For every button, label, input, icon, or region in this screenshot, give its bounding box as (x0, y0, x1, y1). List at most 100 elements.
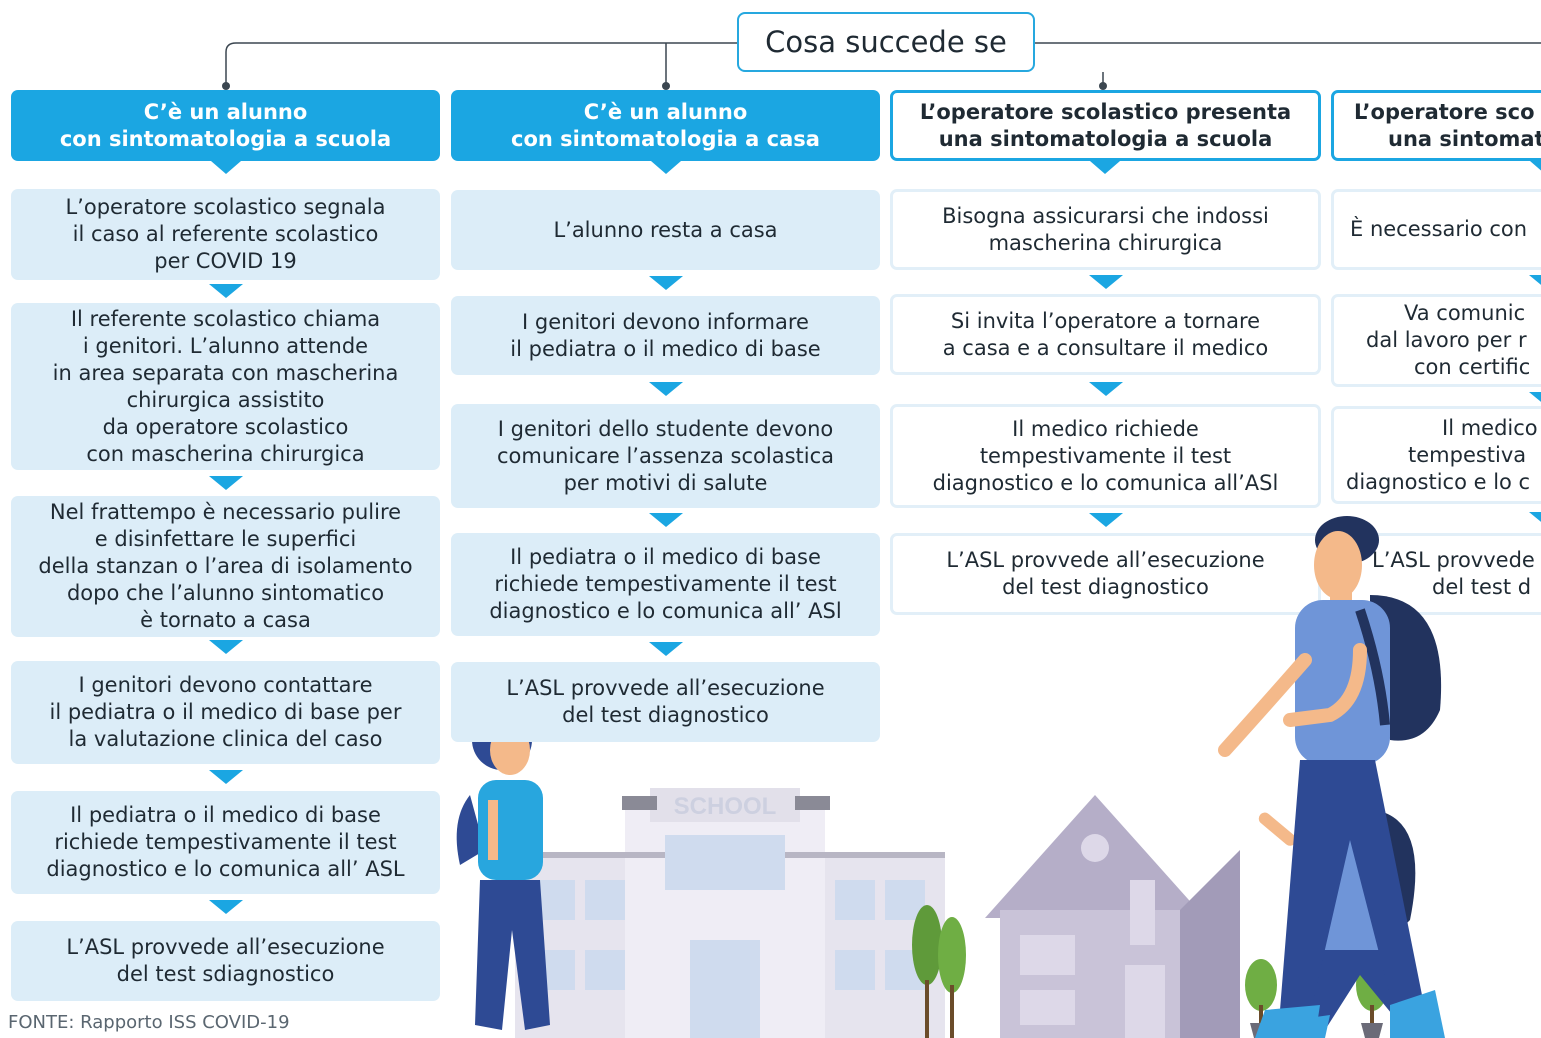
step-line: del test diagnostico (1002, 575, 1209, 599)
column-3-step-2: Si invita l’operatore a tornare a casa e… (890, 294, 1321, 375)
step-line: dopo che l’alunno sintomatico (66, 581, 385, 605)
step-line: del test diagnostico (562, 703, 769, 727)
step-line: tempestiva (1408, 442, 1527, 467)
step-line: Si invita l’operatore a tornare (950, 308, 1261, 333)
column-3-step-3: Il medico richiede tempestivamente il te… (890, 404, 1321, 508)
step-line: L’ASL provvede (1372, 548, 1535, 572)
column-3-header-pointer (1090, 161, 1120, 174)
step-line: mascherina chirurgica (988, 230, 1223, 255)
column-2-header-pointer (651, 161, 681, 174)
step-line: a casa e a consultare il medico (942, 335, 1269, 360)
step-line: del test d (1432, 575, 1532, 599)
step-line: Il pediatra o il medico di base (70, 803, 381, 827)
step-line: della stanzan o l’area di isolamento (38, 554, 413, 578)
flow-arrow (1089, 382, 1123, 396)
step-line: comunicare l’assenza scolastica (496, 443, 834, 468)
column-4-header: L’operatore sco una sintomat (1331, 90, 1541, 161)
column-2-step-2: I genitori devono informare il pediatra … (451, 296, 880, 375)
step-line: I genitori devono informare (522, 309, 809, 334)
step-line: L’alunno resta a casa (553, 217, 778, 242)
step-line: Il referente scolastico chiama (70, 306, 381, 331)
column-2-header-line-2: con sintomatologia a casa (511, 126, 820, 151)
column-2-step-3: I genitori dello studente devono comunic… (451, 404, 880, 508)
step-line: L’ASL provvede all’esecuzione (66, 935, 385, 959)
step-line: il pediatra o il medico di base per (49, 700, 402, 724)
step-line: Va comunic (1404, 301, 1526, 325)
step-line: diagnostico e lo c (1346, 469, 1531, 494)
column-4-step-2: Va comunic dal lavoro per r con certific (1331, 294, 1541, 387)
step-line: diagnostico e lo comunica all’ ASL (46, 857, 405, 881)
child-figure (456, 710, 550, 1030)
flow-arrow (649, 382, 683, 396)
column-1-step-6: L’ASL provvede all’esecuzione del test s… (11, 921, 440, 1001)
column-2-step-1: L’alunno resta a casa (451, 190, 880, 270)
connector-lines (222, 42, 1541, 90)
school-sign: SCHOOL (674, 793, 777, 820)
column-1-header-pointer (211, 161, 241, 174)
step-line: È necessario con (1350, 217, 1528, 241)
column-3-step-1: Bisogna assicurarsi che indossi mascheri… (890, 189, 1321, 270)
step-line: tempestivamente il test (979, 443, 1232, 468)
step-line: Il medico (1442, 415, 1538, 440)
flow-arrow (209, 284, 243, 298)
column-3-step-4: L’ASL provvede all’esecuzione del test d… (890, 533, 1321, 615)
step-line: per COVID 19 (154, 249, 297, 273)
step-line: dal lavoro per r (1366, 328, 1527, 352)
column-4-header-line-1: L’operatore sco (1354, 99, 1535, 124)
step-line: chirurgica assistito (126, 387, 325, 412)
step-line: I genitori dello studente devono (497, 416, 834, 441)
step-line: il pediatra o il medico di base (510, 336, 821, 361)
flow-arrow (209, 476, 243, 490)
step-line: in area separata con mascherina (52, 360, 399, 385)
flow-arrow (209, 900, 243, 914)
step-line: Bisogna assicurarsi che indossi (942, 203, 1269, 228)
column-1-header: C’è un alunno con sintomatologia a scuol… (11, 90, 440, 161)
column-4-step-3: Il medico tempestiva diagnostico e lo c (1331, 406, 1541, 504)
step-line: i genitori. L’alunno attende (82, 333, 369, 358)
step-line: Il medico richiede (1012, 416, 1199, 441)
column-4-header-line-2: una sintomat (1388, 126, 1541, 151)
column-2-header-line-1: C’è un alunno (583, 99, 748, 124)
step-line: da operatore scolastico (102, 414, 349, 439)
flow-arrow (649, 642, 683, 656)
source-note: FONTE: Rapporto ISS COVID-19 (8, 1012, 290, 1033)
flow-arrow (209, 770, 243, 784)
flow-arrow (1529, 392, 1541, 406)
column-4-header-pointer (1530, 161, 1541, 174)
step-line: la valutazione clinica del caso (68, 727, 383, 751)
step-line: Il pediatra o il medico di base (510, 545, 821, 569)
step-line: L’operatore scolastico segnala (65, 195, 386, 219)
column-1-header-line-1: C’è un alunno (143, 99, 308, 124)
flow-arrow (209, 640, 243, 654)
step-line: richiede tempestivamente il test (494, 572, 837, 596)
column-3-header-line-2: una sintomatologia a scuola (938, 126, 1273, 151)
step-line: Nel frattempo è necessario pulire (49, 500, 402, 524)
step-line: è tornato a casa (140, 608, 311, 632)
flow-arrow (649, 276, 683, 290)
column-1-step-3: Nel frattempo è necessario pulire e disi… (11, 496, 440, 637)
column-4-clip: L’operatore sco una sintomat È necessari… (1331, 90, 1541, 650)
step-line: per motivi di salute (563, 470, 768, 495)
step-line: diagnostico e lo comunica all’ ASl (489, 599, 842, 623)
column-3-header: L’operatore scolastico presenta una sint… (890, 90, 1321, 161)
column-3-header-line-1: L’operatore scolastico presenta (919, 99, 1292, 124)
column-1-step-2: Il referente scolastico chiama i genitor… (11, 303, 440, 470)
flow-arrow (1089, 513, 1123, 527)
step-line: I genitori devono contattare (78, 673, 373, 697)
column-1-step-5: Il pediatra o il medico di base richiede… (11, 791, 440, 894)
root-question: Cosa succede se (737, 12, 1035, 72)
flow-arrow (1089, 275, 1123, 289)
step-line: con certific (1414, 355, 1531, 379)
step-line: con mascherina chirurgica (86, 441, 365, 466)
flow-arrow (1529, 275, 1541, 289)
step-line: L’ASL provvede all’esecuzione (506, 676, 825, 700)
flow-arrow (649, 513, 683, 527)
column-2-header: C’è un alunno con sintomatologia a casa (451, 90, 880, 161)
column-1-header-line-2: con sintomatologia a scuola (59, 126, 392, 151)
step-line: richiede tempestivamente il test (54, 830, 397, 854)
step-line: e disinfettare le superfici (94, 527, 357, 551)
column-1-step-4: I genitori devono contattare il pediatra… (11, 661, 440, 764)
step-line: L’ASL provvede all’esecuzione (946, 548, 1265, 572)
adult-figure-front (1218, 516, 1445, 1038)
flow-arrow (1529, 512, 1541, 526)
